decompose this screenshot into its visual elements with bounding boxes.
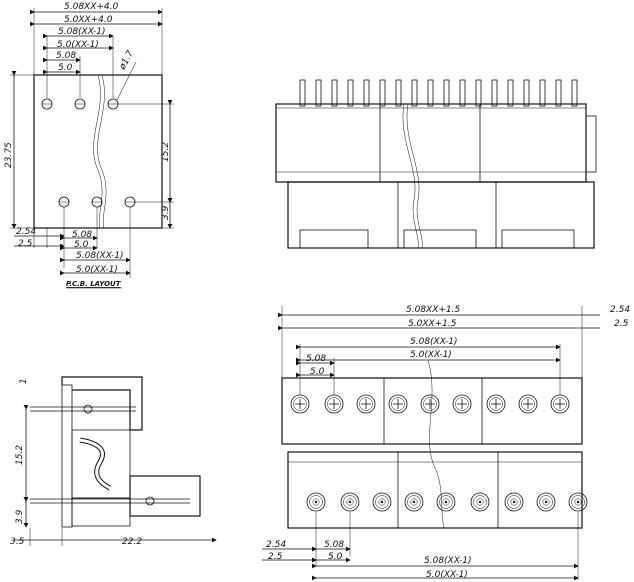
front-dim-bm1: 5.08 (324, 540, 344, 550)
side-dim-d1: 3.5 (10, 537, 25, 547)
pcb-height-low: 3.9 (161, 205, 171, 220)
pcb-dim-bm2: 5.0 (74, 240, 89, 250)
front-screws-top (290, 394, 570, 414)
pcb-height-total: 23.75 (4, 142, 14, 168)
front-dim-t3: 5.08(XX-1) (410, 337, 458, 347)
pcb-dim-top4: 5.0(XX-1) (57, 40, 99, 50)
side-dim-d2: 22.2 (122, 537, 142, 547)
front-dim-bb1: 5.08(XX-1) (424, 556, 472, 566)
pcb-dim-top5: 5.08 (56, 51, 76, 61)
pcb-hole-dia: ø1.7 (117, 49, 136, 72)
pcb-dim-bb2: 5.0(XX-1) (76, 265, 118, 275)
side-view: 3.5 22.2 15.2 3.9 1 (10, 376, 217, 547)
pcb-outline (33, 74, 163, 229)
front-dim-r2: 2.5 (614, 319, 629, 329)
side-dim-d3: 15.2 (15, 445, 25, 465)
pcb-dim-top3: 5.08(XX-1) (58, 27, 106, 37)
pcb-dim-top2: 5.0XX+4.0 (64, 15, 113, 25)
top-view-pins (299, 79, 578, 107)
front-dim-bb2: 5.0(XX-1) (426, 570, 468, 580)
front-dim-bl1: 2.54 (266, 540, 286, 550)
break-line (93, 74, 103, 229)
front-screws-bottom (306, 492, 588, 512)
pcb-dim-top6: 5.0 (58, 63, 73, 73)
pcb-dim-bl1: 2.54 (16, 227, 36, 237)
pcb-layout-title: P.C.B. LAYOUT (66, 280, 122, 288)
pcb-layout: 5.08XX+4.0 5.0XX+4.0 5.08(XX-1) 5.0(XX-1… (4, 2, 174, 289)
front-dim-t4: 5.0(XX-1) (410, 350, 452, 360)
front-dim-t5: 5.08 (306, 354, 326, 364)
front-dim-r1: 2.54 (610, 305, 630, 315)
pcb-holes (41, 98, 136, 208)
front-view: 5.08XX+1.5 5.0XX+1.5 5.08(XX-1) 5.0(XX-1… (262, 305, 630, 581)
front-dim-bm2: 5.0 (328, 552, 343, 562)
pcb-dim-bm1: 5.08 (72, 230, 92, 240)
front-dim-t2: 5.0XX+1.5 (408, 319, 457, 329)
pcb-dim-bl2: 2.5 (18, 239, 33, 249)
side-dim-d5: 1 (19, 378, 29, 384)
front-dim-t6: 5.0 (310, 367, 325, 377)
front-dim-t1: 5.08XX+1.5 (406, 305, 460, 315)
pcb-dim-bb1: 5.08(XX-1) (76, 251, 124, 261)
front-dim-bl2: 2.5 (268, 552, 283, 562)
side-dim-d4: 3.9 (15, 509, 25, 524)
pcb-height-mid: 15.2 (161, 142, 171, 162)
top-view (275, 79, 597, 249)
pcb-dim-top1: 5.08XX+4.0 (64, 2, 118, 12)
